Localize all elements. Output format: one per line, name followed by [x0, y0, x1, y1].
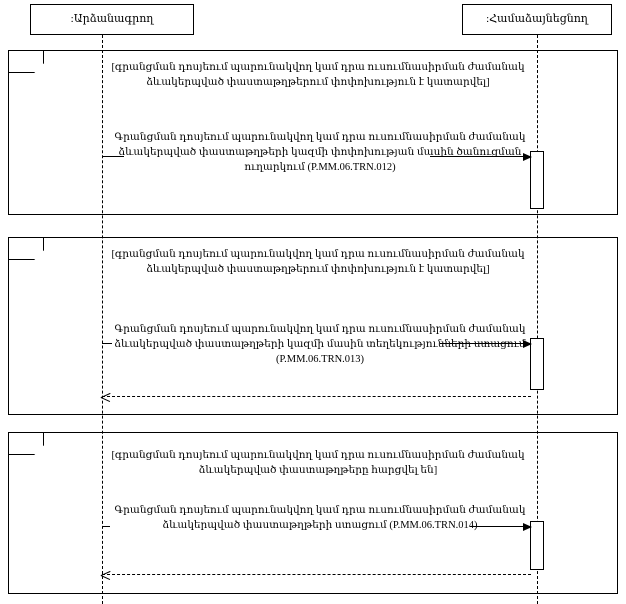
message-3-origin-stub	[102, 526, 110, 527]
lifeline-label-recorder: :Արձանագրող	[70, 13, 154, 26]
fragment-opt-2-guard: [գրանցման դոսյեում պարունակվող կամ դրա ո…	[111, 249, 525, 275]
arrowhead-filled-icon	[523, 523, 532, 531]
arrowhead-filled-icon	[523, 340, 532, 348]
message-arrow-3[interactable]	[470, 523, 532, 531]
fragment-opt-1[interactable]: opt	[8, 50, 618, 215]
fragment-opt-3-guard: [գրանցման դոսյեում պարունակվող կամ դրա ո…	[111, 450, 525, 476]
message-label-3: Գրանցման դոսյեում պարունակվող կամ դրա ու…	[114, 505, 526, 531]
reply-arrow-2[interactable]	[102, 396, 531, 397]
message-2-origin-stub	[102, 343, 112, 344]
activation-bar-3	[530, 521, 544, 570]
activation-bar-1	[530, 151, 544, 209]
message-label-1: Գրանցման դոսյեում պարունակվող կամ դրա ու…	[114, 132, 526, 173]
activation-bar-2	[530, 338, 544, 390]
message-label-2: Գրանցման դոսյեում պարունակվող կամ դրա ու…	[114, 324, 526, 365]
message-arrow-1[interactable]	[430, 153, 532, 161]
lifeline-head-recorder[interactable]: :Արձանագրող	[30, 4, 194, 35]
message-1-origin-stub	[102, 156, 124, 157]
reply-arrow-3[interactable]	[102, 574, 531, 575]
lifeline-approver	[537, 35, 538, 604]
arrowhead-filled-icon	[523, 153, 532, 161]
fragment-opt-2-tab	[9, 238, 44, 260]
arrowhead-open-icon	[101, 392, 111, 402]
fragment-opt-1-tab	[9, 51, 44, 73]
fragment-opt-2[interactable]: opt	[8, 237, 618, 415]
fragment-opt-3-tab	[9, 433, 44, 455]
lifeline-recorder	[102, 35, 103, 604]
fragment-opt-1-guard: [գրանցման դոսյեում պարունակվող կամ դրա ո…	[111, 62, 525, 88]
lifeline-head-approver[interactable]: :Համաձայնեցնող	[462, 4, 612, 35]
message-arrow-2[interactable]	[440, 340, 532, 348]
arrowhead-open-icon	[101, 570, 111, 580]
lifeline-label-approver: :Համաձայնեցնող	[486, 13, 588, 26]
fragment-opt-3[interactable]: opt	[8, 432, 618, 594]
